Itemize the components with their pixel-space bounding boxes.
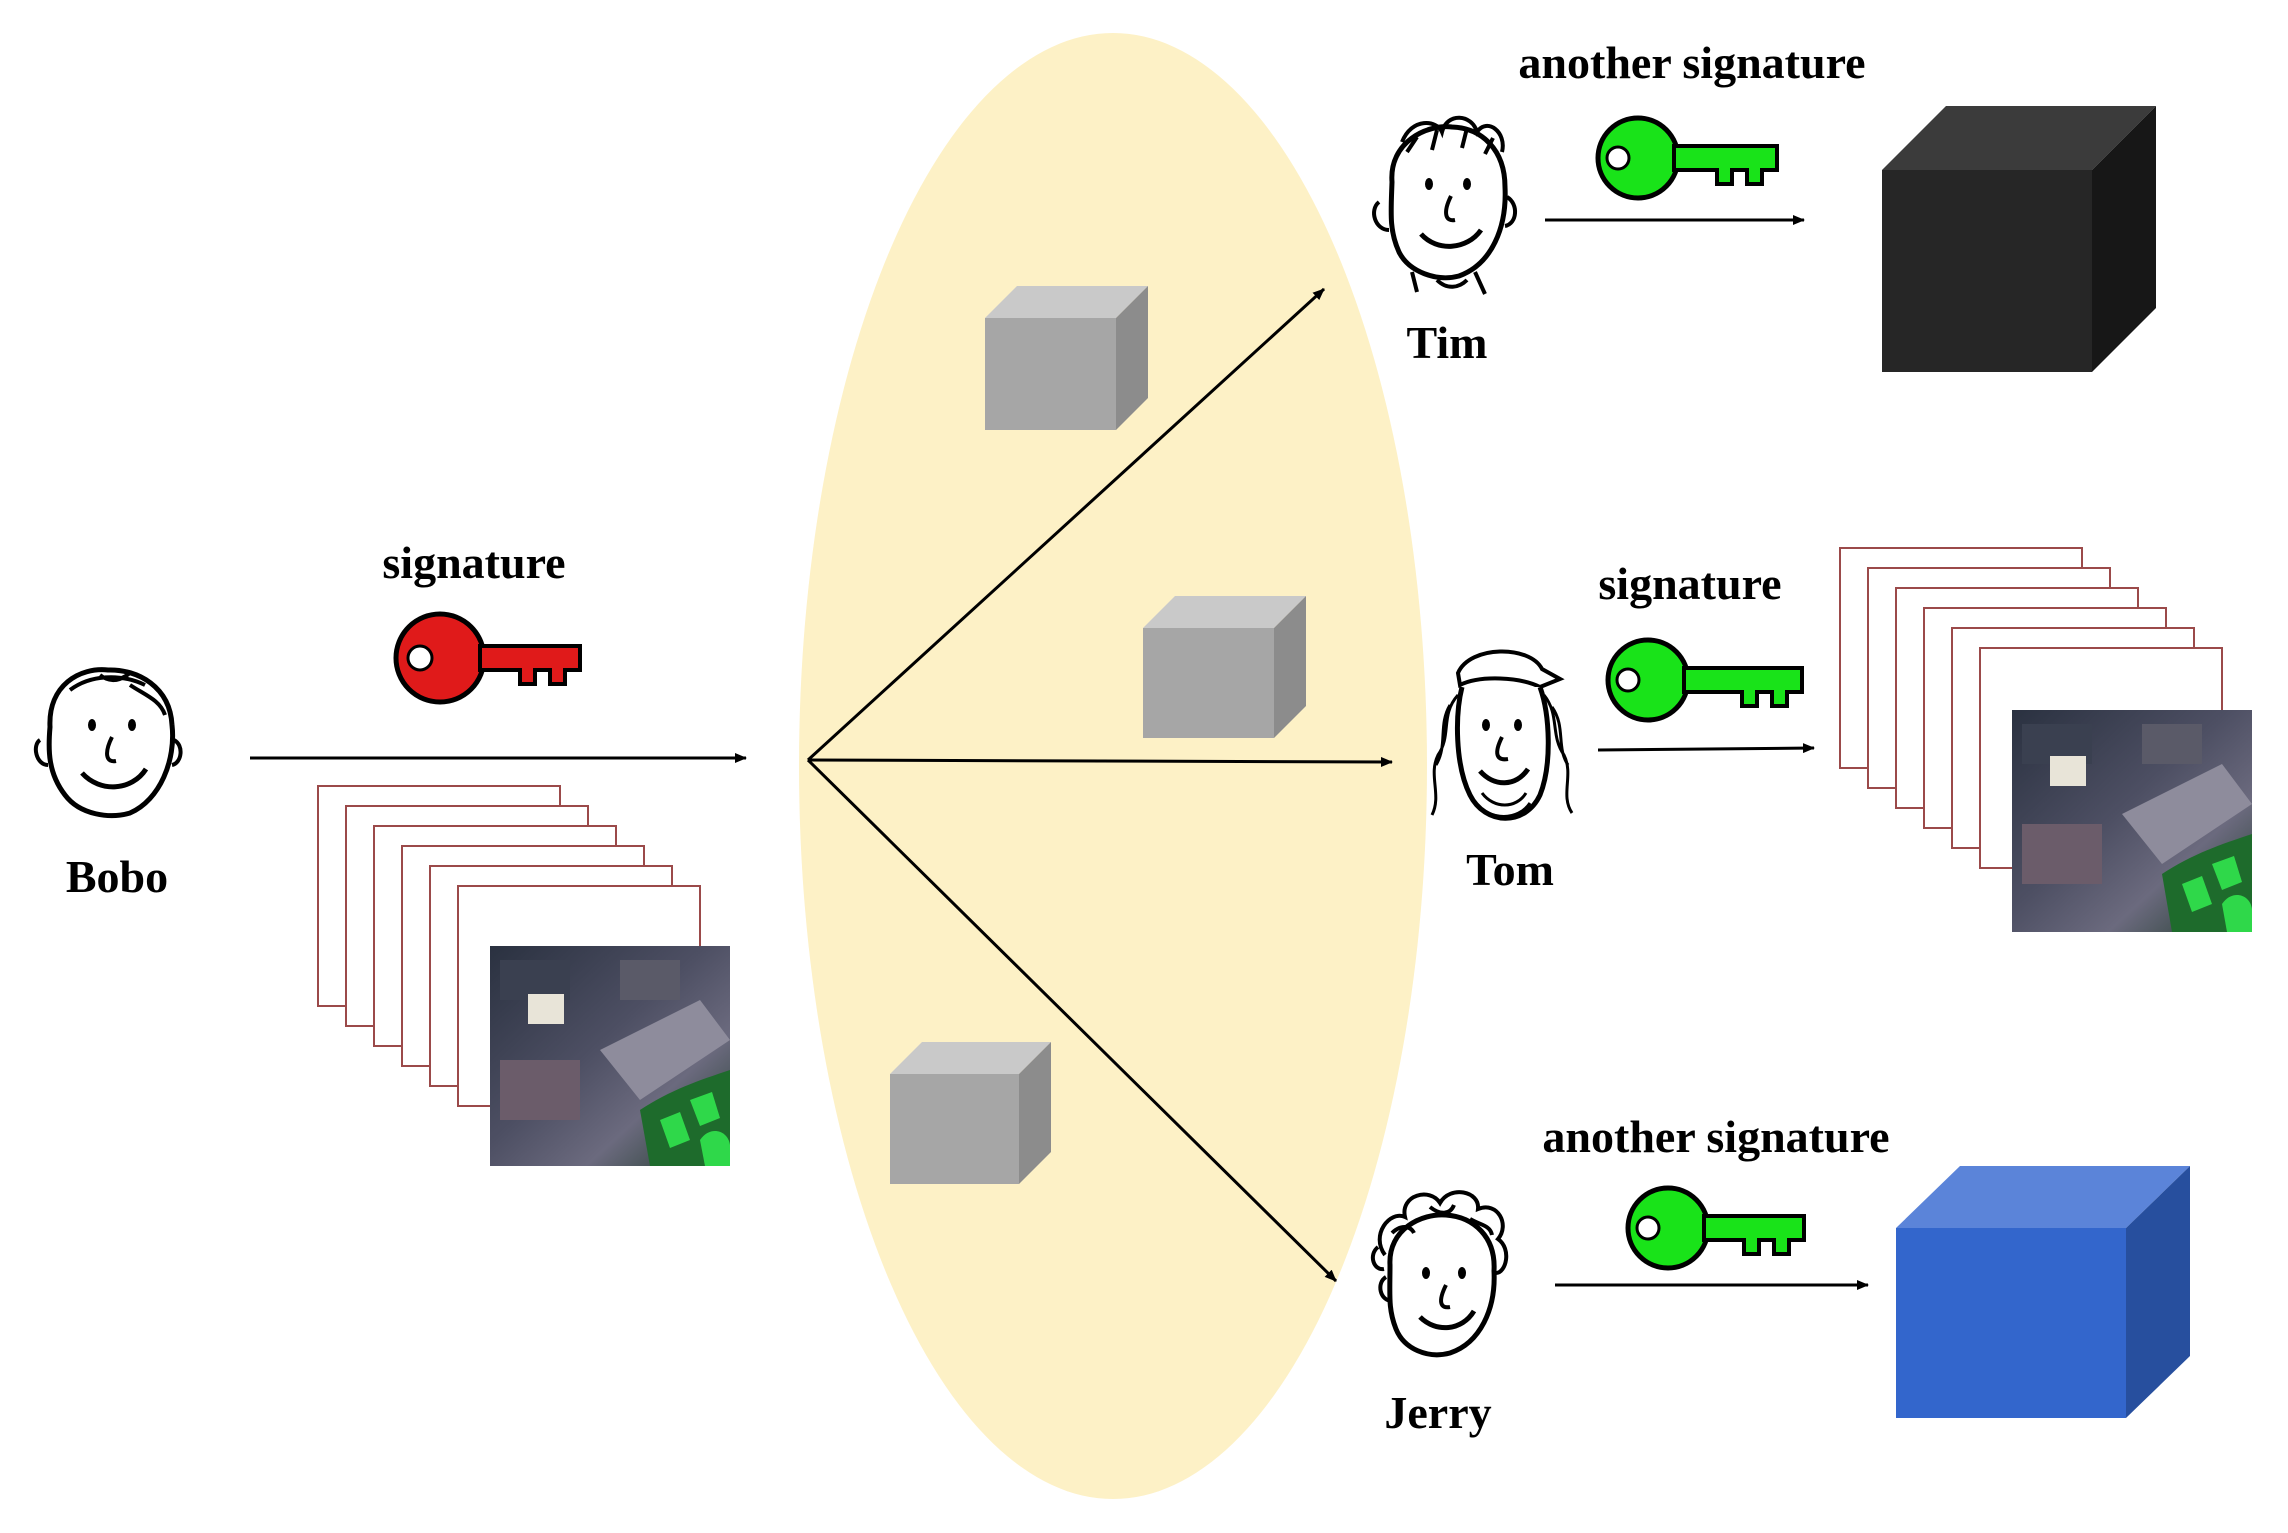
bobo-name: Bobo — [66, 851, 168, 902]
encrypted-cube-top — [985, 286, 1148, 430]
jerry-green-key-icon — [1625, 1185, 1806, 1271]
tim-face-icon — [1372, 115, 1517, 295]
bobo-image-stack — [317, 785, 730, 1166]
jerry-name: Jerry — [1384, 1387, 1491, 1438]
bobo-face-icon — [33, 667, 183, 818]
tim-name: Tim — [1407, 317, 1488, 368]
encrypted-cube-middle — [1143, 596, 1306, 738]
encrypted-cube-bottom — [890, 1042, 1051, 1184]
arrow-to-tim — [806, 287, 1326, 762]
jerry-key-label: another signature — [1542, 1111, 1889, 1162]
blue-cube — [1896, 1166, 2190, 1418]
tom-name: Tom — [1466, 844, 1554, 895]
black-cube — [1882, 106, 2156, 372]
tom-image-stack — [1839, 547, 2252, 932]
tom-green-key-icon — [1605, 637, 1804, 723]
arrow-to-tom — [807, 756, 1393, 767]
jerry-curly-hair-face-icon — [1370, 1190, 1509, 1358]
tom-face-with-cap-icon — [1430, 649, 1574, 821]
bobo-key-label: signature — [382, 537, 565, 588]
tom-arrow — [1597, 743, 1815, 754]
red-key-icon — [393, 611, 582, 705]
arrow-to-jerry — [806, 758, 1338, 1283]
tom-key-label: signature — [1598, 558, 1781, 609]
tim-key-label: another signature — [1518, 37, 1865, 88]
tim-green-key-icon — [1595, 115, 1779, 201]
